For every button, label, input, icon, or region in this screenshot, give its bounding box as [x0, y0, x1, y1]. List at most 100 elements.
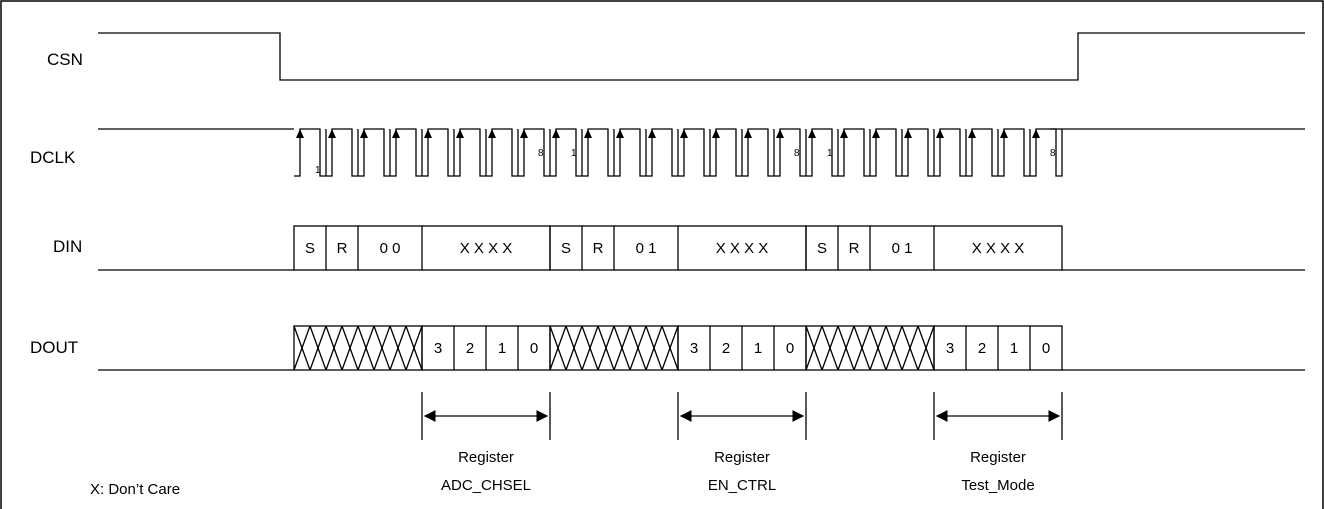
- din-dont-care-bits: X X X X: [460, 240, 513, 257]
- rising-edge-arrow: [840, 129, 848, 138]
- rising-edge-arrow: [392, 129, 400, 138]
- din-frame-2: S R 0 1 X X X X: [549, 225, 807, 271]
- hatch-line: [613, 325, 631, 371]
- rising-edge-arrow: [1000, 129, 1008, 138]
- rising-edge-arrow: [680, 129, 688, 138]
- hatch-line: [405, 325, 423, 371]
- hatch-line: [341, 325, 359, 371]
- rising-edge-arrow: [296, 129, 304, 138]
- rising-edge-arrow: [808, 129, 816, 138]
- rising-edge-arrow: [936, 129, 944, 138]
- dout-bit-3: 3: [946, 340, 954, 357]
- hatch-line: [389, 325, 407, 371]
- clock-number-first: 1: [315, 165, 321, 176]
- din-start-bit: S: [817, 240, 827, 257]
- dclk-pulses: [294, 128, 1063, 177]
- hatch-line: [565, 325, 583, 371]
- rising-edge-arrow: [872, 129, 880, 138]
- din-rw-bit: R: [849, 240, 860, 257]
- din-label: DIN: [53, 237, 82, 256]
- register-label: Register: [714, 449, 770, 466]
- hatch-line: [901, 325, 919, 371]
- dout-bit-0: 0: [786, 340, 794, 357]
- register-span-1: Register ADC_CHSEL: [421, 392, 551, 494]
- register-label: Register: [458, 449, 514, 466]
- hatch-line: [805, 325, 823, 371]
- din-start-bit: S: [305, 240, 315, 257]
- register-name-test-mode: Test_Mode: [961, 477, 1034, 494]
- hatch-frame: [805, 325, 935, 371]
- dout-dont-care-region: [805, 325, 935, 371]
- dout-bit-0: 0: [530, 340, 538, 357]
- dclk-waveform: [98, 128, 1305, 177]
- dout-dont-care-region: [549, 325, 679, 371]
- hatch-line: [853, 325, 871, 371]
- hatch-line: [309, 325, 327, 371]
- din-frame-1: S R 0 0 X X X X: [293, 225, 551, 271]
- hatch-line: [373, 325, 391, 371]
- rising-edge-arrow: [456, 129, 464, 138]
- dclk-label: DCLK: [30, 148, 76, 167]
- dout-dont-care-region: [293, 325, 423, 371]
- dout-frame-3: 3 2 1 0: [805, 325, 1063, 371]
- din-dont-care-bits: X X X X: [716, 240, 769, 257]
- rising-edge-arrow: [1032, 129, 1040, 138]
- rising-edge-arrow: [520, 129, 528, 138]
- din-start-bit: S: [561, 240, 571, 257]
- register-label: Register: [970, 449, 1026, 466]
- dout-bit-0: 0: [1042, 340, 1050, 357]
- din-address-bits: 0 1: [636, 240, 657, 257]
- register-name-en-ctrl: EN_CTRL: [708, 477, 776, 494]
- hatch-line: [597, 325, 615, 371]
- hatch-line: [357, 325, 375, 371]
- dout-frame-1: 3 2 1 0: [293, 325, 551, 371]
- rising-edge-arrow: [328, 129, 336, 138]
- csn-label: CSN: [47, 50, 83, 69]
- hatch-line: [645, 325, 663, 371]
- clock-number-last: 8: [1050, 148, 1056, 159]
- clock-pulse: [1030, 128, 1063, 177]
- clock-number-last: 8: [538, 148, 544, 159]
- clock-number-last: 8: [794, 148, 800, 159]
- rising-edge-arrow: [776, 129, 784, 138]
- hatch-frame: [549, 325, 679, 371]
- din-address-bits: 0 0: [380, 240, 401, 257]
- hatch-line: [885, 325, 903, 371]
- rising-edge-arrow: [584, 129, 592, 138]
- din-waveform: S R 0 0 X X X X S R 0 1 X X X X S R 0 1 …: [98, 225, 1305, 271]
- hatch-line: [581, 325, 599, 371]
- din-rw-bit: R: [593, 240, 604, 257]
- dont-care-legend: X: Don’t Care: [90, 481, 180, 498]
- rising-edge-arrow: [904, 129, 912, 138]
- hatch-line: [821, 325, 839, 371]
- dout-bit-2: 2: [978, 340, 986, 357]
- din-rw-bit: R: [337, 240, 348, 257]
- register-span-3: Register Test_Mode: [933, 392, 1063, 494]
- dout-frame-2: 3 2 1 0: [549, 325, 807, 371]
- hatch-line: [325, 325, 343, 371]
- dout-bit-3: 3: [434, 340, 442, 357]
- rising-edge-arrow: [648, 129, 656, 138]
- rising-edge-arrow: [552, 129, 560, 138]
- hatch-line: [293, 325, 311, 371]
- hatch-line: [837, 325, 855, 371]
- dout-bit-1: 1: [1010, 340, 1018, 357]
- hatch-frame: [293, 325, 423, 371]
- dout-bit-3: 3: [690, 340, 698, 357]
- register-span-2: Register EN_CTRL: [677, 392, 807, 494]
- clock-number-first: 1: [571, 148, 577, 159]
- rising-edge-arrow: [968, 129, 976, 138]
- hatch-line: [629, 325, 647, 371]
- dout-label: DOUT: [30, 338, 78, 357]
- rising-edge-arrow: [488, 129, 496, 138]
- rising-edge-arrow: [744, 129, 752, 138]
- register-name-adc-chsel: ADC_CHSEL: [441, 477, 531, 494]
- dout-bit-2: 2: [722, 340, 730, 357]
- dout-waveform: 3 2 1 0 3 2 1 0 3 2 1 0: [98, 325, 1305, 371]
- clock-number-first: 1: [827, 148, 833, 159]
- hatch-line: [869, 325, 887, 371]
- din-dont-care-bits: X X X X: [972, 240, 1025, 257]
- hatch-line: [917, 325, 935, 371]
